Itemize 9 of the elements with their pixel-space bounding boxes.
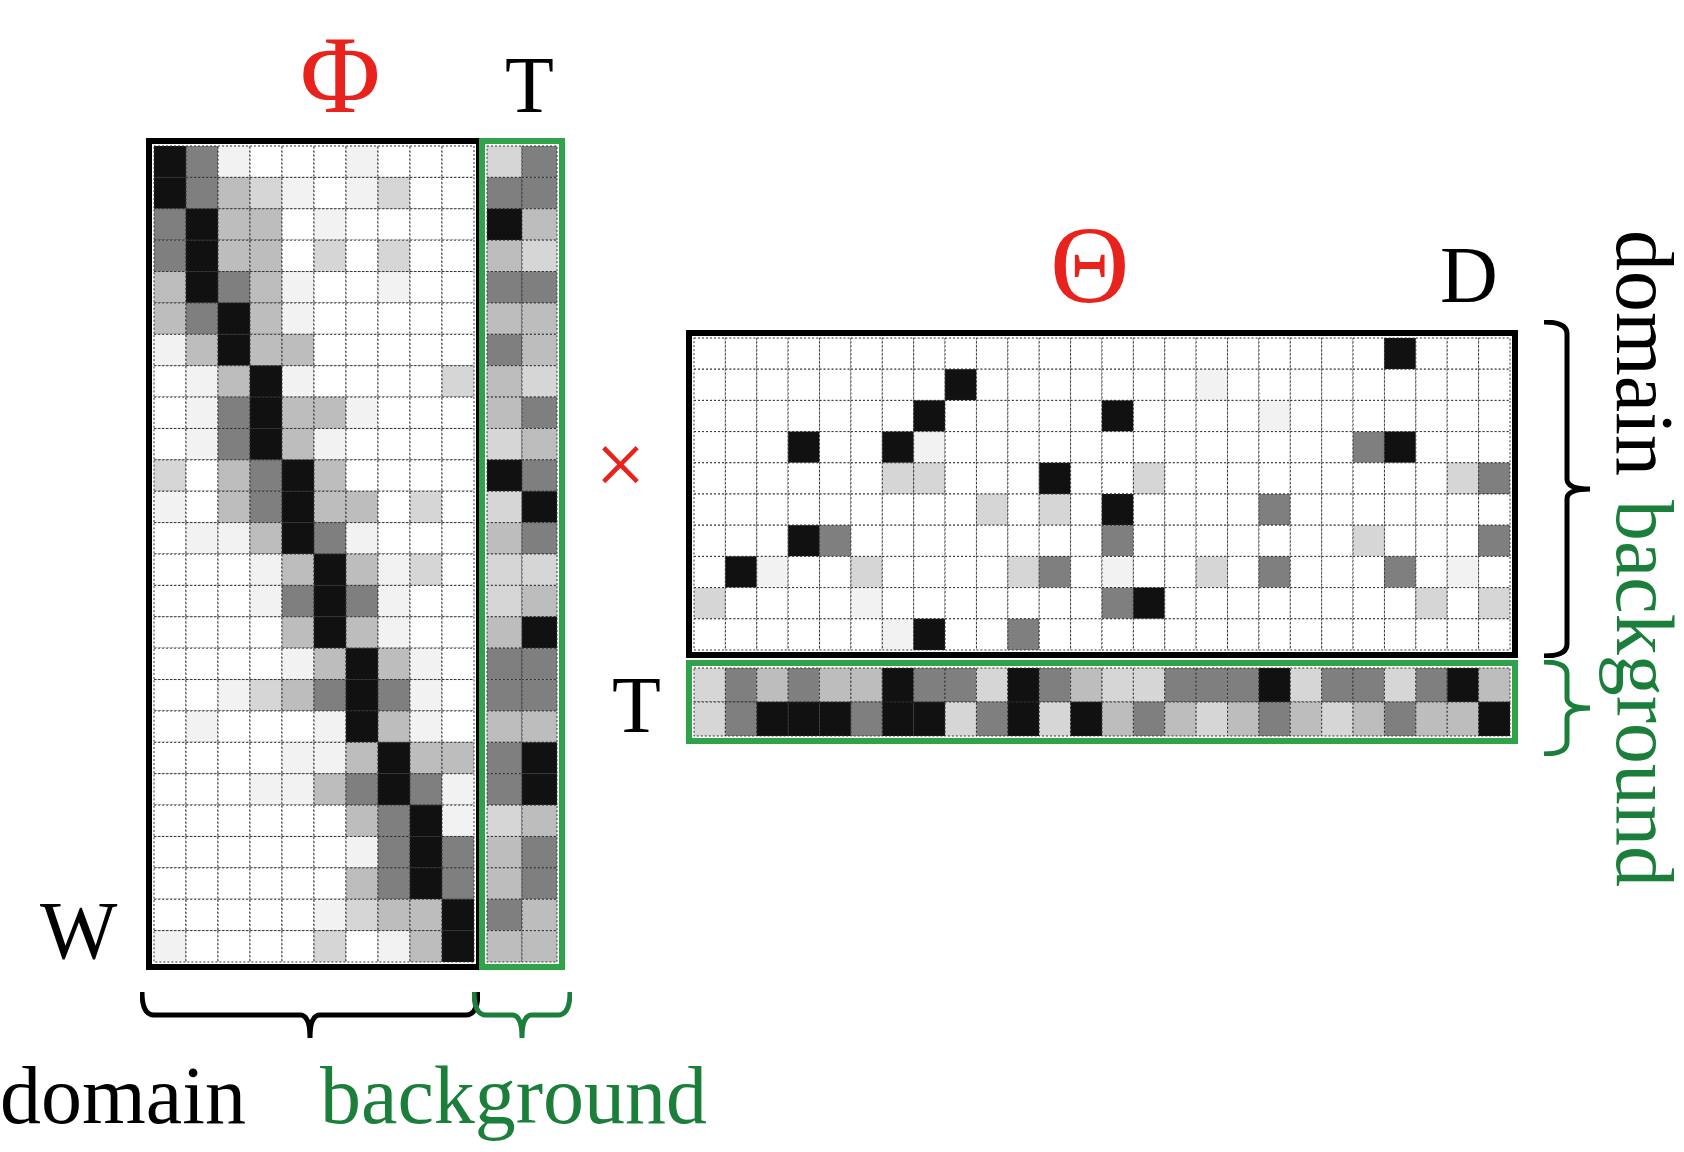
matrix-symbol: Φ <box>300 20 381 130</box>
dimension-label: T <box>505 45 554 125</box>
multiply-sign: × <box>595 420 646 510</box>
dimension-label: D <box>1440 235 1498 315</box>
dimension-label: W <box>40 890 118 972</box>
brace-label: domain <box>1603 230 1684 476</box>
dimension-label: T <box>612 665 661 745</box>
brace-label: domain <box>0 1055 246 1137</box>
matrix-symbol: Θ <box>1050 210 1130 320</box>
